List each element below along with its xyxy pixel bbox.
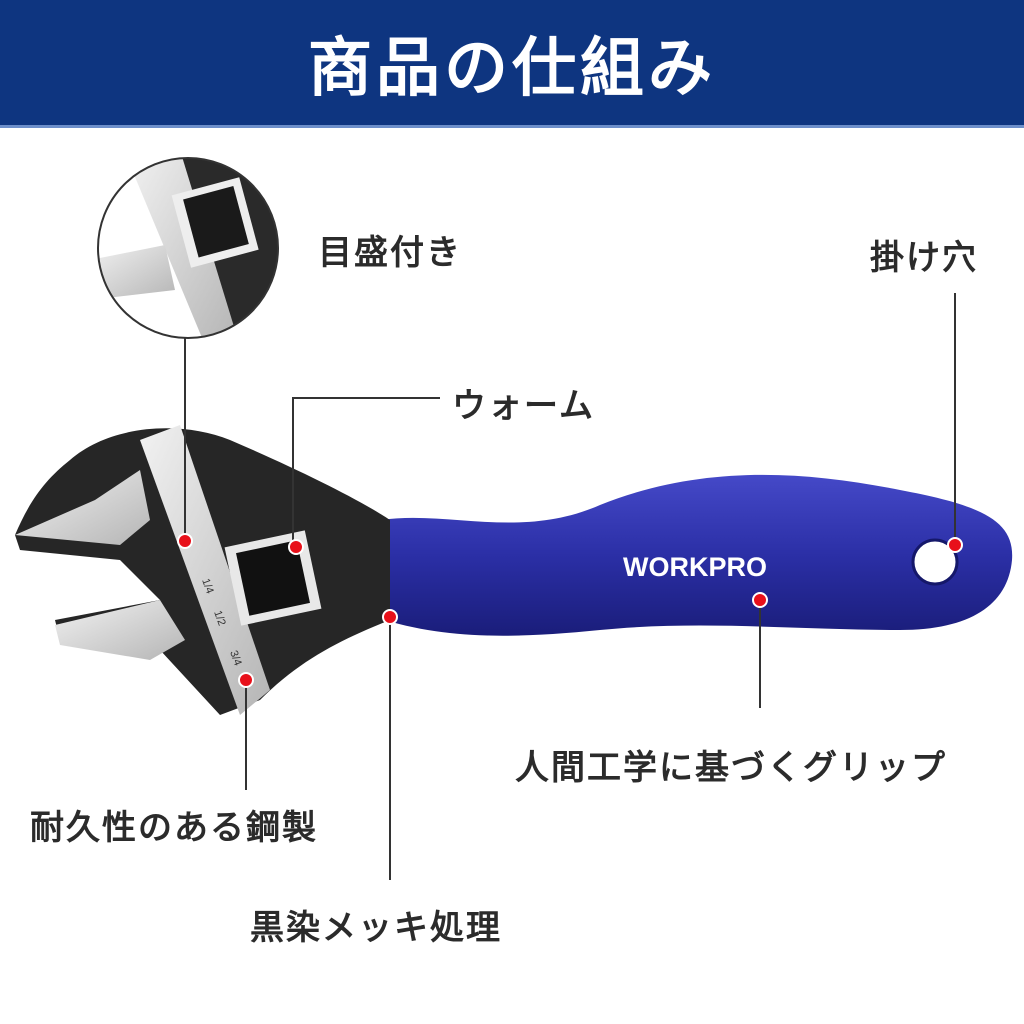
callout-grip: 人間工学に基づくグリップ <box>515 748 947 788</box>
page-title: 商品の仕組み <box>308 30 716 106</box>
callout-scale: 目盛付き <box>318 233 462 273</box>
svg-text:1/4: 1/4 <box>199 577 216 595</box>
lower-jaw <box>55 600 185 660</box>
callout-hang-hole: 掛け穴 <box>870 238 978 278</box>
leader-lines <box>184 293 956 880</box>
callout-worm: ウォーム <box>452 386 595 426</box>
svg-text:1/2: 1/2 <box>211 609 228 627</box>
wrench-handle <box>380 474 1013 636</box>
upper-jaw-face <box>15 470 150 545</box>
callout-finish: 黒染メッキ処理 <box>250 908 502 948</box>
svg-text:3/4: 3/4 <box>227 649 244 667</box>
inset-circle-outline <box>97 157 279 339</box>
scale-bar <box>140 425 270 715</box>
hang-hole <box>911 538 959 586</box>
callout-steel: 耐久性のある鋼製 <box>30 808 318 848</box>
scale-marks: 1/4 1/2 3/4 <box>199 577 244 667</box>
worm-gear <box>236 540 310 616</box>
brand-logo: WORKPRO <box>623 552 767 582</box>
marker-dots <box>177 533 963 688</box>
header-banner: 商品の仕組み <box>0 0 1024 128</box>
scale-inset <box>98 158 278 338</box>
